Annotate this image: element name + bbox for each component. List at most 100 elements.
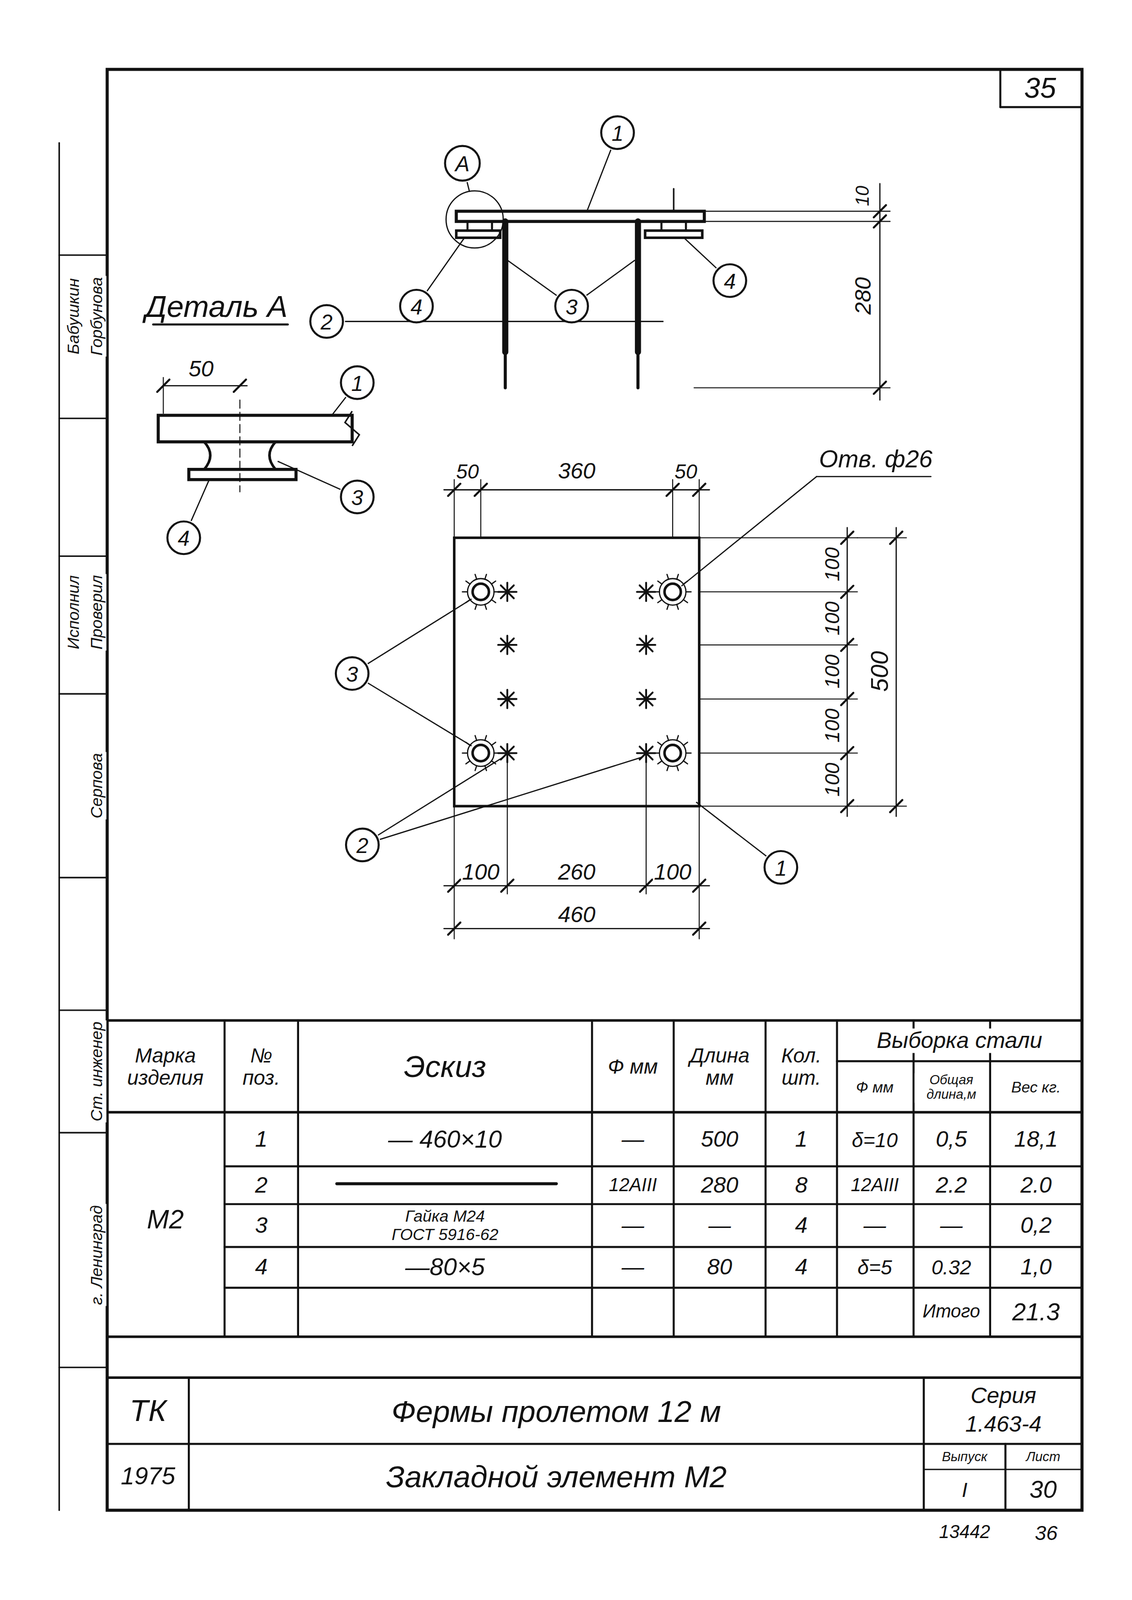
table-line [224, 1165, 1083, 1168]
anchor-mark [500, 585, 514, 599]
title-block-text: Выпуск [940, 1450, 989, 1465]
nut-outline [659, 739, 686, 767]
table-cell: 500 [699, 1127, 740, 1153]
table-cell: 4 [794, 1213, 809, 1239]
sheet-number-box [999, 69, 1002, 107]
anchor-rod [503, 352, 507, 389]
stamp-line [59, 1009, 107, 1012]
detail-circle [446, 190, 504, 248]
weld-mark [654, 591, 660, 593]
dimension: 360 [557, 459, 597, 484]
stamp-line [59, 876, 107, 879]
stamp-line [59, 693, 107, 695]
extension-line [857, 537, 907, 539]
leader-line [331, 397, 346, 416]
leader-line [426, 237, 465, 291]
nut-outline [467, 578, 495, 606]
callout-circle: 3 [339, 479, 375, 515]
title-block-line [187, 1377, 190, 1511]
table-cell: 280 [699, 1173, 740, 1199]
weld-mark [685, 591, 692, 593]
callout-number: 2 [356, 834, 369, 856]
sheet-number-box [1000, 105, 1083, 108]
table-line [106, 1019, 1082, 1022]
callout-number: 1 [774, 857, 787, 879]
table-cell: 12АIII [607, 1176, 658, 1197]
dimension: 100 [820, 600, 844, 637]
stamp-line [59, 417, 107, 420]
title-block-text: 13442 [937, 1523, 992, 1544]
title-block-text: 1975 [119, 1463, 177, 1491]
weld-mark [683, 761, 688, 765]
callout-circle: 2 [345, 827, 380, 863]
weld-mark [683, 599, 688, 603]
weld-mark [462, 591, 468, 593]
anchor-mark [500, 692, 514, 706]
table-cell: 21.3 [1011, 1298, 1061, 1327]
callout-circle: 2 [309, 304, 345, 340]
bottom-plate [188, 469, 296, 480]
callout-number: 4 [724, 270, 737, 292]
weld-mark [657, 761, 663, 765]
stamp-name: Проверил [88, 573, 106, 651]
weld-mark [494, 752, 500, 755]
callout-number: 3 [346, 663, 359, 685]
callout-circle: 4 [166, 520, 202, 556]
embedded-plate [454, 538, 700, 807]
leader-line [587, 150, 611, 212]
callout-circle: 4 [712, 263, 748, 299]
table-line [764, 1020, 767, 1338]
dimension-line [443, 885, 710, 887]
table-cell: 1 [254, 1127, 269, 1153]
table-cell: М2 [145, 1205, 185, 1235]
table-header: Вес кг. [1004, 1079, 1068, 1097]
hole [664, 583, 681, 601]
extension-line [704, 211, 891, 212]
table-cell: 0,5 [934, 1127, 968, 1153]
weld-mark [491, 742, 497, 746]
anchor-rod [502, 221, 509, 353]
bottom-plate [645, 230, 703, 239]
extension-line [699, 537, 858, 539]
stamp-line [59, 555, 107, 558]
stamp-name: г. Ленинград [88, 1204, 106, 1307]
table-cell: — [620, 1255, 646, 1281]
dimension-line [443, 928, 710, 930]
table-cell: 2 [254, 1173, 269, 1199]
table-cell: 8 [794, 1173, 809, 1199]
weld-mark [666, 766, 669, 771]
nut-outline [659, 578, 686, 606]
table-line [989, 1020, 992, 1338]
weld-mark [494, 591, 500, 593]
table-cell: — [938, 1213, 964, 1239]
weld-mark [475, 735, 477, 741]
hole [664, 745, 681, 762]
table-cell: 0,2 [1019, 1213, 1053, 1239]
dimension-tick [890, 800, 903, 813]
dimension: 100 [461, 860, 501, 886]
table-cell: 4 [254, 1255, 269, 1281]
dimension-tick [873, 381, 886, 394]
callout-number: 4 [177, 527, 190, 549]
callout-circle: A [443, 144, 481, 182]
extension-line [698, 806, 700, 939]
table-cell: — [862, 1213, 888, 1239]
stamp-line [58, 142, 61, 1511]
title-block-line [922, 1377, 925, 1511]
title-block-text: Фермы пролетом 12 м [390, 1394, 723, 1429]
table-cell: 0.32 [930, 1256, 973, 1279]
callout-circle: 3 [554, 288, 589, 324]
weld-mark [676, 735, 679, 741]
dimension: 50 [187, 357, 215, 382]
table-header: Ф мм [843, 1079, 907, 1097]
table-cell: 1,0 [1019, 1255, 1053, 1281]
weld-mark [491, 599, 497, 603]
anchor-mark [639, 585, 653, 599]
dimension: 500 [866, 649, 894, 694]
table-cell: —80×5 [404, 1254, 486, 1282]
weld-mark [484, 735, 487, 741]
title-block-line [923, 1469, 1083, 1471]
weld-mark [654, 752, 660, 755]
weld-mark [475, 604, 477, 610]
anchor-mark [639, 692, 653, 706]
